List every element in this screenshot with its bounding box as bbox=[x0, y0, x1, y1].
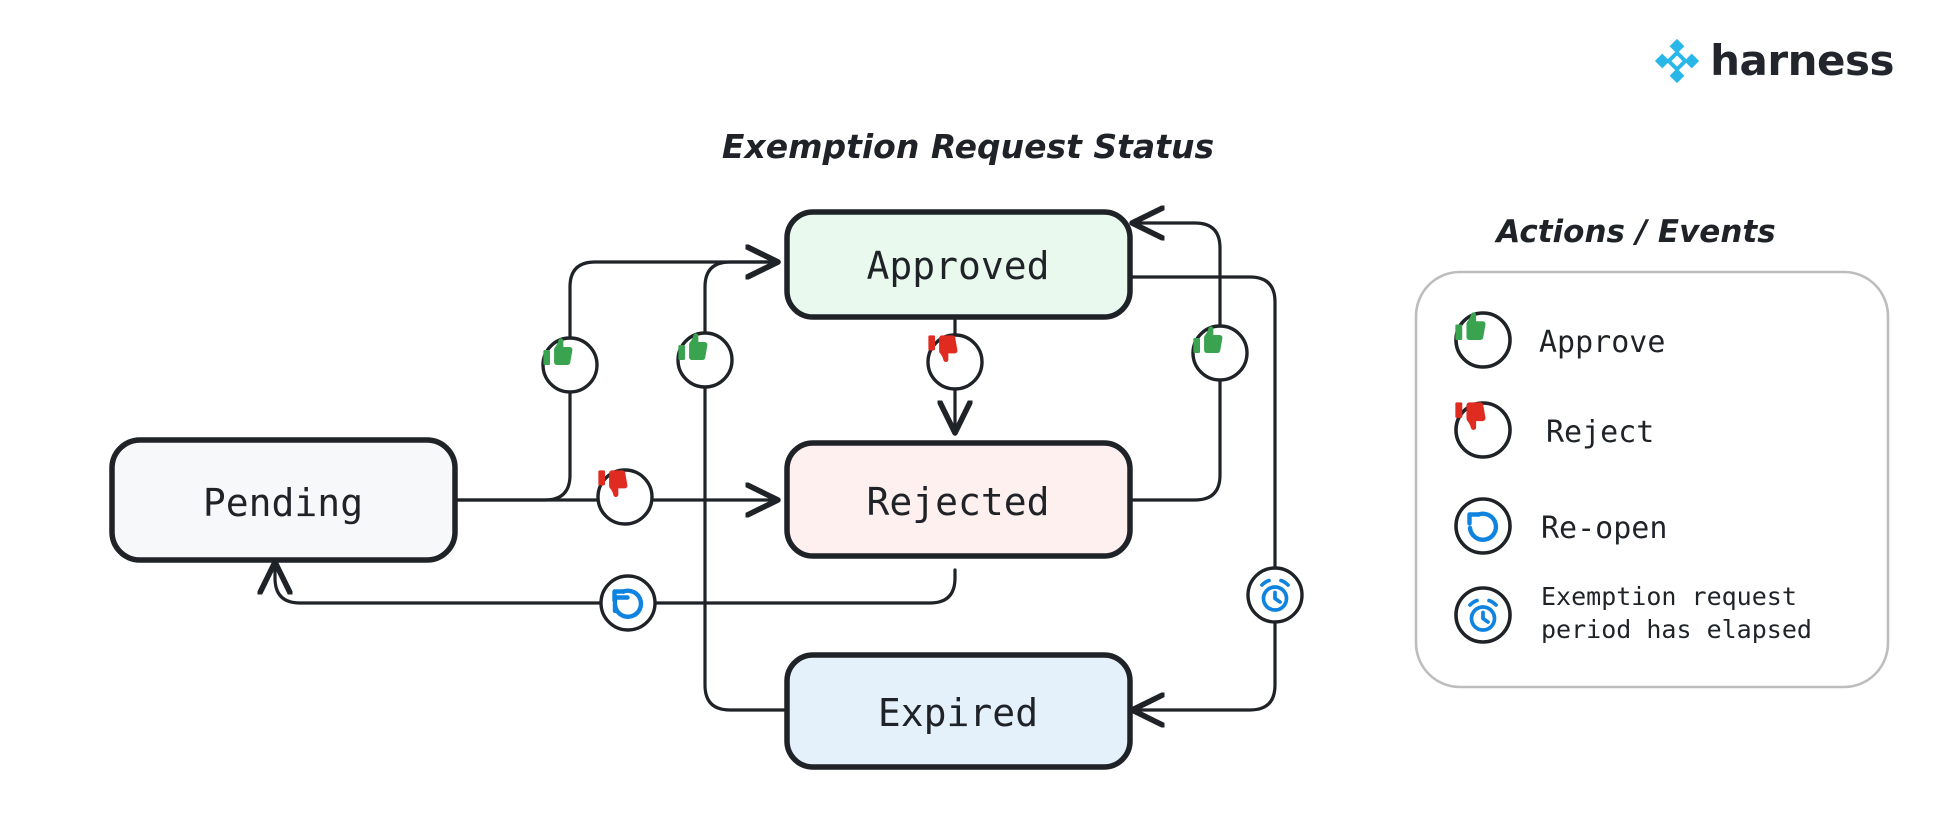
harness-logo: harness bbox=[1654, 38, 1894, 84]
harness-diamond-logo-icon bbox=[1655, 38, 1700, 84]
reopen-icon bbox=[612, 588, 644, 619]
thumbs-up-icon bbox=[678, 333, 708, 360]
alarm-clock-icon bbox=[1468, 598, 1498, 632]
diagram-title: Exemption Request Status bbox=[722, 127, 1214, 166]
reopen-icon bbox=[1467, 511, 1499, 542]
harness-wordmark: harness bbox=[1710, 36, 1894, 85]
edge-badge-reject-approved[interactable] bbox=[926, 333, 984, 391]
legend-item-approve[interactable]: Approve bbox=[1454, 311, 1665, 369]
node-expired[interactable]: Expired bbox=[784, 652, 1133, 770]
edge-badge-reopen[interactable] bbox=[599, 574, 657, 632]
thumbs-down-icon bbox=[598, 470, 628, 497]
legend-item-reopen[interactable]: Re-open bbox=[1454, 497, 1667, 555]
node-pending-label: Pending bbox=[203, 481, 363, 525]
thumbs-up-icon bbox=[1193, 326, 1223, 353]
edge-badge-approve-expired[interactable] bbox=[676, 331, 734, 389]
thumbs-down-icon bbox=[928, 335, 958, 362]
node-expired-label: Expired bbox=[878, 691, 1038, 735]
edge-badge-reject-pending[interactable] bbox=[596, 468, 654, 526]
legend-label-elapsed-line2: period has elapsed bbox=[1541, 615, 1812, 644]
edge-expired-to-approved bbox=[703, 262, 792, 712]
legend-label-reopen: Re-open bbox=[1541, 511, 1667, 546]
node-approved[interactable]: Approved bbox=[784, 209, 1133, 320]
legend-label-reject: Reject bbox=[1546, 415, 1654, 450]
node-expired-box bbox=[784, 652, 1133, 770]
edge-badge-approve-pending[interactable] bbox=[541, 336, 599, 394]
thumbs-down-icon bbox=[1455, 402, 1486, 430]
node-approved-label: Approved bbox=[866, 244, 1049, 288]
edge-badge-elapsed[interactable] bbox=[1246, 566, 1304, 624]
node-rejected[interactable]: Rejected bbox=[784, 440, 1133, 559]
legend-label-approve: Approve bbox=[1539, 325, 1665, 360]
legend-item-reject[interactable]: Reject bbox=[1454, 401, 1654, 459]
legend-panel-box bbox=[1414, 270, 1890, 689]
node-pending-box bbox=[109, 437, 458, 563]
node-rejected-label: Rejected bbox=[866, 480, 1049, 524]
edge-approved-to-expired bbox=[1128, 275, 1277, 710]
node-approved-box bbox=[784, 209, 1133, 320]
edge-badge-approve-rejected[interactable] bbox=[1191, 324, 1249, 382]
thumbs-up-icon bbox=[543, 338, 573, 365]
node-pending[interactable]: Pending bbox=[109, 437, 458, 563]
thumbs-up-icon bbox=[1455, 312, 1486, 340]
node-rejected-box bbox=[784, 440, 1133, 559]
legend-title: Actions / Events bbox=[1493, 214, 1775, 250]
alarm-clock-icon bbox=[1260, 578, 1290, 612]
legend-label-elapsed-line1: Exemption request bbox=[1541, 582, 1797, 611]
legend-item-elapsed[interactable]: Exemption request period has elapsed bbox=[1454, 582, 1812, 644]
